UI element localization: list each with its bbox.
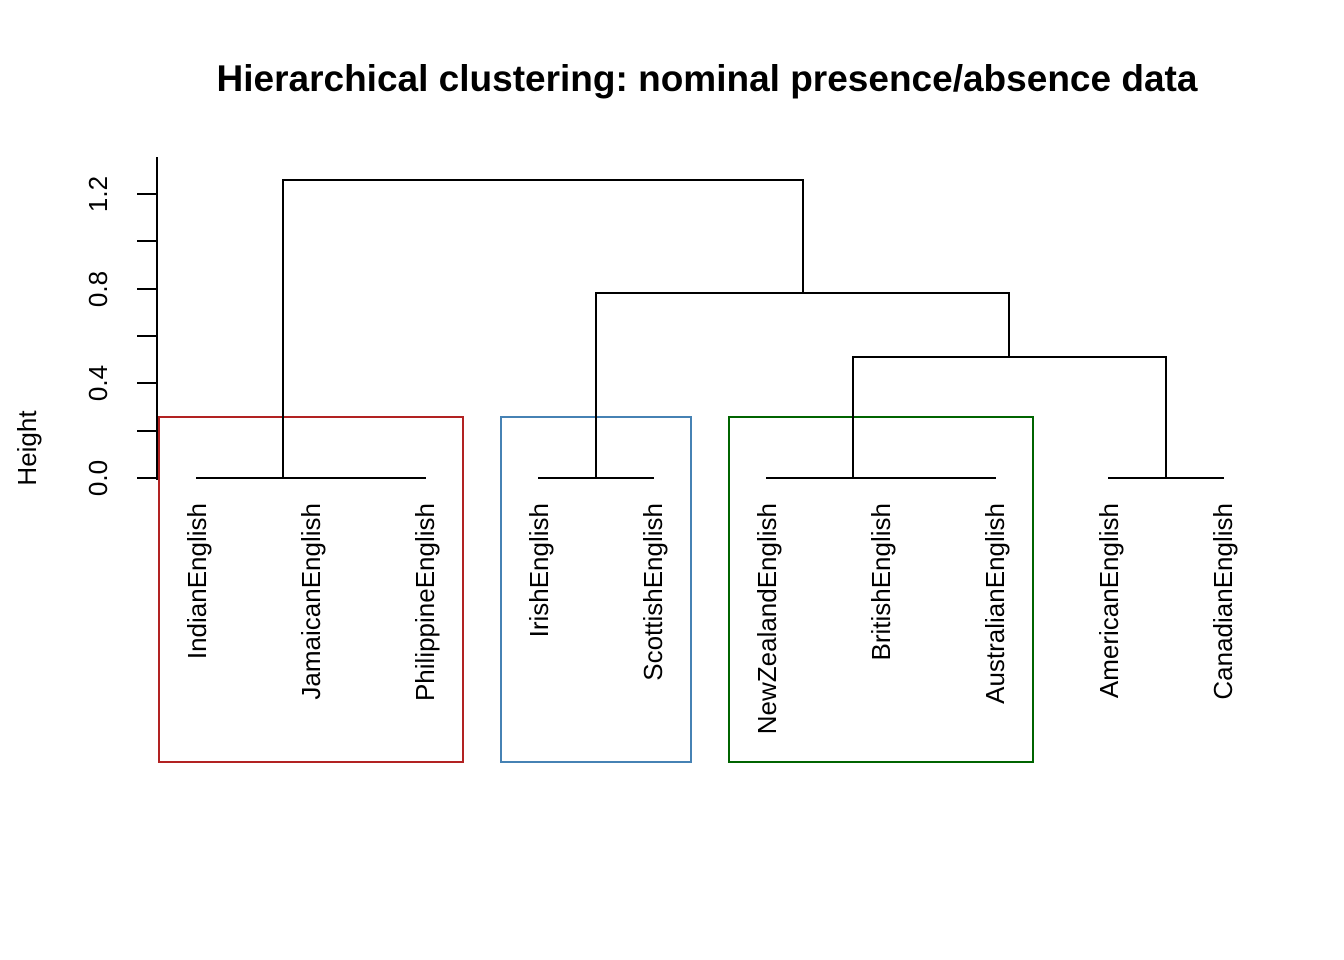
dendrogram-branch-M8-right bbox=[1008, 292, 1011, 359]
y-axis-tick bbox=[137, 382, 158, 385]
leaf-label-philippineenglish: PhilippineEnglish bbox=[410, 503, 440, 702]
y-axis-title: Height bbox=[12, 410, 42, 486]
dendrogram-branch-M7-left bbox=[851, 356, 854, 479]
cluster-rect-1 bbox=[158, 416, 464, 763]
y-axis-tick-label: 1.2 bbox=[83, 175, 113, 213]
leaf-label-irishenglish: IrishEnglish bbox=[524, 503, 554, 638]
dendrogram-branch-M9-right bbox=[801, 178, 804, 295]
leaf-label-scottishenglish: ScottishEnglish bbox=[638, 503, 668, 681]
leaf-label-canadianenglish: CanadianEnglish bbox=[1208, 503, 1238, 700]
leaf-label-australianenglish: AustralianEnglish bbox=[980, 503, 1010, 704]
y-axis-tick bbox=[137, 240, 158, 243]
y-axis-tick bbox=[137, 287, 158, 290]
y-axis-tick bbox=[137, 429, 158, 432]
leaf-label-britishenglish: BritishEnglish bbox=[866, 503, 896, 661]
y-axis-tick bbox=[137, 334, 158, 337]
cluster-rect-3 bbox=[728, 416, 1034, 763]
dendrogram-branch-M9-left bbox=[281, 178, 284, 479]
dendrogram-branch-M8-left bbox=[595, 292, 597, 479]
leaf-label-americanenglish: AmericanEnglish bbox=[1094, 503, 1124, 699]
dendrogram-branch-M7-right bbox=[1165, 356, 1167, 479]
y-axis-tick bbox=[137, 477, 158, 479]
leaf-label-jamaicanenglish: JamaicanEnglish bbox=[296, 503, 326, 700]
leaf-label-newzealandenglish: NewZealandEnglish bbox=[752, 503, 782, 735]
y-axis-line bbox=[156, 157, 158, 480]
leaf-label-indianenglish: IndianEnglish bbox=[182, 503, 212, 660]
chart-title: Hierarchical clustering: nominal presenc… bbox=[216, 58, 1198, 99]
y-axis-tick bbox=[137, 192, 158, 195]
dendrogram-branch-M9 bbox=[281, 178, 804, 181]
